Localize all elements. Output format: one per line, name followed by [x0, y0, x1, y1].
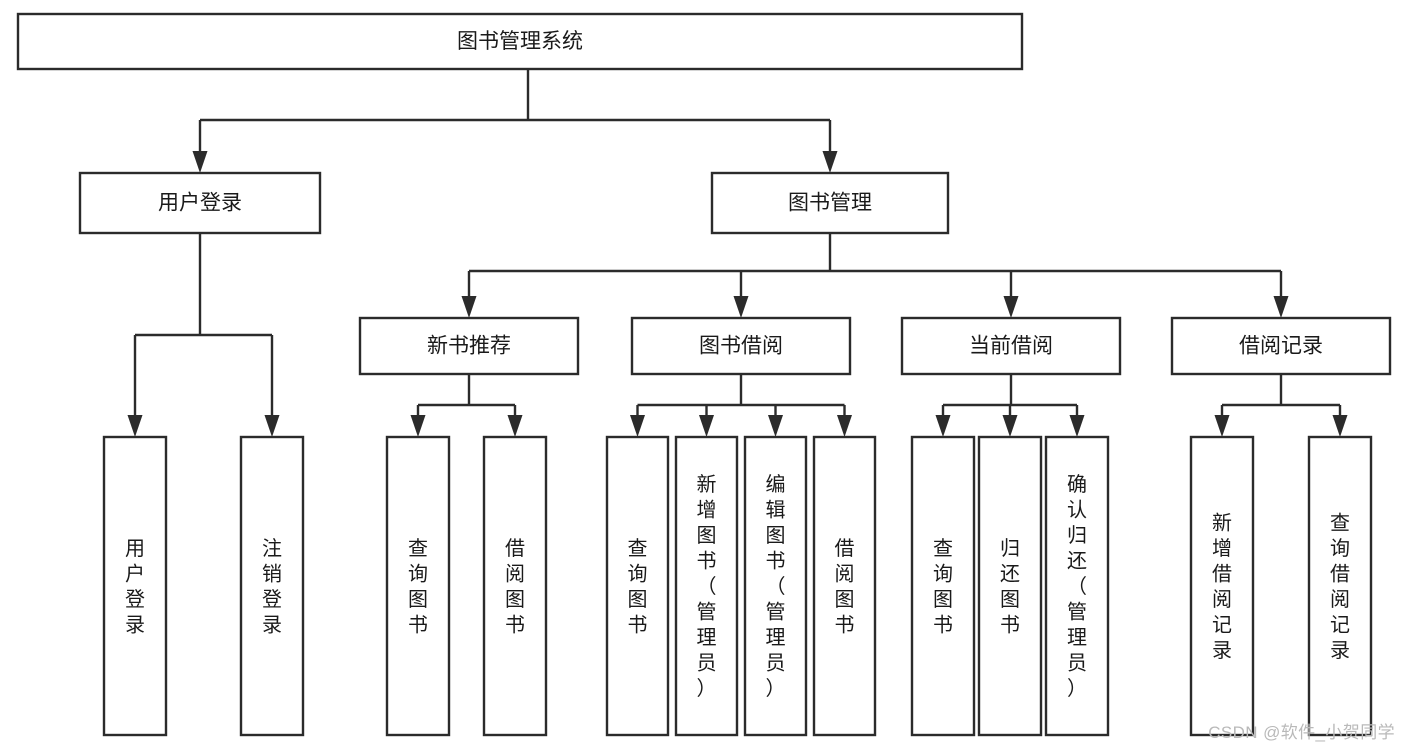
node-box-leaf-add-borrow-record[interactable] — [1189, 435, 1255, 737]
arrow-head-icon — [1069, 415, 1085, 437]
connector-layer — [127, 69, 1348, 437]
node-box-leaf-confirm-return-admin[interactable] — [1044, 435, 1110, 737]
node-leaf-user-login[interactable]: 用户登录 — [102, 435, 168, 737]
node-label-book-management: 图书管理 — [788, 192, 872, 215]
node-label-book-borrow: 图书借阅 — [699, 335, 783, 358]
node-label-leaf-confirm-return-admin: 确认归还（管理员） — [1067, 473, 1087, 700]
arrow-head-icon — [1332, 415, 1348, 437]
node-leaf-confirm-return-admin[interactable]: 确认归还（管理员） — [1044, 435, 1110, 737]
node-leaf-edit-book-admin[interactable]: 编辑图书（管理员） — [743, 435, 808, 737]
arrow-head-icon — [507, 415, 523, 437]
node-label-root: 图书管理系统 — [457, 30, 583, 53]
node-label-leaf-query-books-recommend: 查询图书 — [408, 537, 428, 637]
arrow-head-icon — [264, 415, 280, 437]
arrow-head-icon — [733, 296, 749, 318]
node-leaf-add-borrow-record[interactable]: 新增借阅记录 — [1189, 435, 1255, 737]
node-box-leaf-query-borrow-record[interactable] — [1307, 435, 1373, 737]
node-box-leaf-return-books[interactable] — [977, 435, 1043, 737]
node-current-borrow[interactable]: 当前借阅 — [900, 316, 1122, 376]
node-leaf-query-books-current[interactable]: 查询图书 — [910, 435, 976, 737]
node-label-leaf-return-books: 归还图书 — [1000, 537, 1020, 637]
node-box-book-management[interactable] — [710, 171, 950, 235]
node-box-leaf-logout[interactable] — [239, 435, 305, 737]
node-label-leaf-add-book-admin: 新增图书（管理员） — [697, 473, 717, 700]
node-box-leaf-user-login[interactable] — [102, 435, 168, 737]
node-box-root[interactable] — [16, 12, 1024, 71]
node-box-leaf-borrow-books-borrow[interactable] — [812, 435, 877, 737]
connector-group — [127, 233, 280, 437]
node-box-book-borrow[interactable] — [630, 316, 852, 376]
connector-group — [410, 374, 523, 437]
node-label-leaf-add-borrow-record: 新增借阅记录 — [1212, 511, 1232, 662]
node-book-management[interactable]: 图书管理 — [710, 171, 950, 235]
node-new-book-recommend[interactable]: 新书推荐 — [358, 316, 580, 376]
arrow-head-icon — [1003, 296, 1019, 318]
arrow-head-icon — [1273, 296, 1289, 318]
node-box-current-borrow[interactable] — [900, 316, 1122, 376]
arrow-head-icon — [699, 415, 714, 437]
arrow-head-icon — [768, 415, 783, 437]
node-leaf-add-book-admin[interactable]: 新增图书（管理员） — [674, 435, 739, 737]
node-user-login[interactable]: 用户登录 — [78, 171, 322, 235]
node-leaf-borrow-books-recommend[interactable]: 借阅图书 — [482, 435, 548, 737]
connector-group — [630, 374, 852, 437]
node-box-leaf-edit-book-admin[interactable] — [743, 435, 808, 737]
node-box-leaf-borrow-books-recommend[interactable] — [482, 435, 548, 737]
node-label-leaf-borrow-books-borrow: 借阅图书 — [835, 537, 855, 637]
arrow-head-icon — [461, 296, 477, 318]
node-book-borrow[interactable]: 图书借阅 — [630, 316, 852, 376]
node-label-leaf-query-books-current: 查询图书 — [933, 537, 953, 637]
node-box-leaf-query-books-recommend[interactable] — [385, 435, 451, 737]
connector-group — [461, 233, 1289, 318]
arrow-head-icon — [935, 415, 951, 437]
node-label-leaf-logout: 注销登录 — [262, 537, 282, 637]
connector-group — [192, 69, 838, 173]
node-leaf-query-books-borrow[interactable]: 查询图书 — [605, 435, 670, 737]
arrow-head-icon — [822, 151, 838, 173]
node-borrow-records[interactable]: 借阅记录 — [1170, 316, 1392, 376]
node-layer: 图书管理系统用户登录图书管理新书推荐图书借阅当前借阅借阅记录用户登录注销登录查询… — [16, 12, 1392, 737]
node-leaf-query-borrow-record[interactable]: 查询借阅记录 — [1307, 435, 1373, 737]
node-label-leaf-user-login: 用户登录 — [125, 538, 145, 637]
node-label-leaf-borrow-books-recommend: 借阅图书 — [505, 537, 525, 637]
connector-group — [935, 374, 1085, 437]
node-leaf-borrow-books-borrow[interactable]: 借阅图书 — [812, 435, 877, 737]
node-box-leaf-query-books-current[interactable] — [910, 435, 976, 737]
node-label-borrow-records: 借阅记录 — [1239, 335, 1323, 358]
node-leaf-query-books-recommend[interactable]: 查询图书 — [385, 435, 451, 737]
node-box-user-login[interactable] — [78, 171, 322, 235]
node-label-leaf-query-books-borrow: 查询图书 — [628, 537, 648, 637]
node-box-new-book-recommend[interactable] — [358, 316, 580, 376]
node-box-leaf-add-book-admin[interactable] — [674, 435, 739, 737]
arrow-head-icon — [127, 415, 143, 437]
watermark-text: CSDN @软件_小贺同学 — [1208, 723, 1395, 742]
node-root[interactable]: 图书管理系统 — [16, 12, 1024, 71]
connector-group — [1214, 374, 1348, 437]
arrow-head-icon — [630, 415, 645, 437]
arrow-head-icon — [837, 415, 852, 437]
node-label-user-login: 用户登录 — [158, 192, 242, 215]
node-label-current-borrow: 当前借阅 — [969, 335, 1053, 358]
node-box-borrow-records[interactable] — [1170, 316, 1392, 376]
arrow-head-icon — [192, 151, 208, 173]
arrow-head-icon — [410, 415, 426, 437]
node-label-new-book-recommend: 新书推荐 — [427, 335, 511, 358]
node-label-leaf-query-borrow-record: 查询借阅记录 — [1330, 511, 1350, 662]
node-box-leaf-query-books-borrow[interactable] — [605, 435, 670, 737]
node-label-leaf-edit-book-admin: 编辑图书（管理员） — [766, 473, 786, 700]
node-leaf-logout[interactable]: 注销登录 — [239, 435, 305, 737]
arrow-head-icon — [1214, 415, 1230, 437]
arrow-head-icon — [1002, 415, 1018, 437]
node-leaf-return-books[interactable]: 归还图书 — [977, 435, 1043, 737]
